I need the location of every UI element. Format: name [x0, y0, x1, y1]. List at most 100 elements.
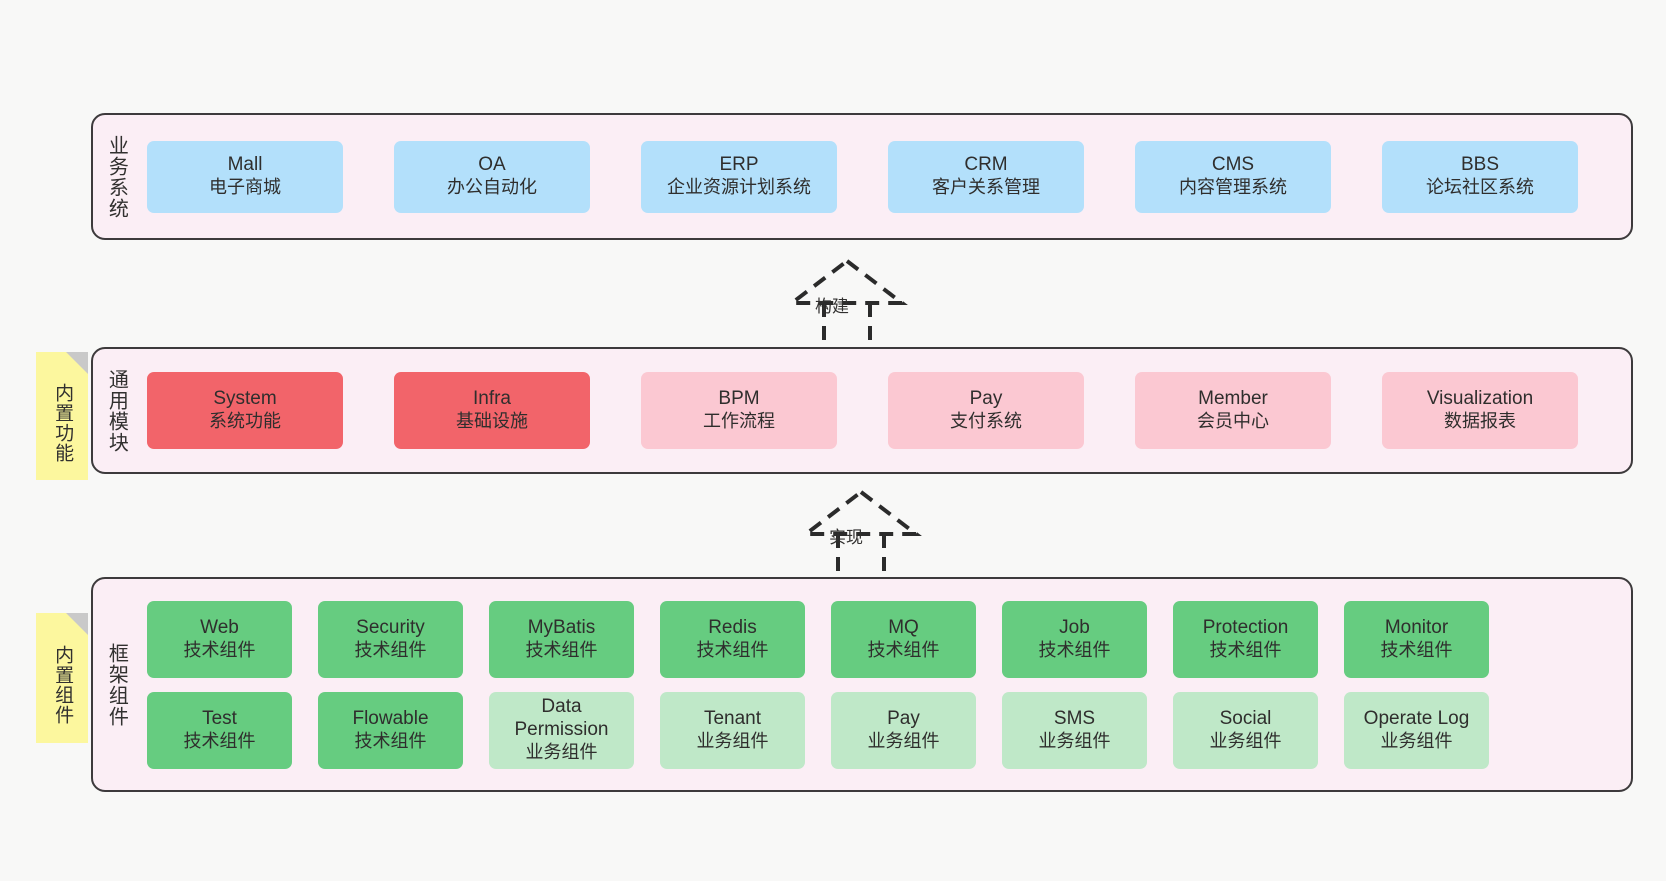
relation-build: 构建 — [752, 255, 942, 347]
card-subtitle: 业务组件 — [525, 742, 598, 762]
module-card-infra[interactable]: Infra 基础设施 — [394, 372, 590, 449]
layer-common-module[interactable]: 通用模块 System 系统功能 Infra 基础设施 BPM 工作流程 Pay… — [91, 347, 1633, 474]
business-card-mall[interactable]: Mall 电子商城 — [147, 140, 343, 213]
framework-card-monitor[interactable]: Monitor 技术组件 — [1344, 600, 1489, 678]
layer-body-framework-component: Web 技术组件 Security 技术组件 MyBatis 技术组件 Redi… — [139, 579, 1631, 790]
card-subtitle: 内容管理系统 — [1179, 177, 1287, 198]
card-subtitle: 基础设施 — [456, 411, 528, 432]
card-title: Member — [1198, 388, 1268, 410]
card-subtitle: 业务组件 — [1038, 730, 1111, 751]
card-title: Pay — [887, 707, 920, 729]
card-title: Operate Log — [1363, 707, 1470, 729]
sticky-note-builtin-components[interactable]: 内置组件 — [36, 613, 88, 743]
generalization-arrow-icon — [800, 489, 922, 578]
relation-build-label: 构建 — [815, 297, 849, 316]
page-fold-icon — [66, 352, 88, 374]
card-subtitle: 业务组件 — [1380, 730, 1453, 751]
card-title: Web — [200, 616, 239, 638]
framework-card-security[interactable]: Security 技术组件 — [318, 600, 463, 678]
sticky-note-builtin-features[interactable]: 内置功能 — [36, 352, 88, 480]
card-title: Data Permission — [514, 696, 609, 741]
business-card-oa[interactable]: OA 办公自动化 — [394, 140, 590, 213]
card-title: Job — [1059, 616, 1090, 638]
card-subtitle: 技术组件 — [867, 639, 940, 660]
card-subtitle: 工作流程 — [703, 411, 775, 432]
framework-card-pay[interactable]: Pay 业务组件 — [831, 691, 976, 769]
card-title: CRM — [964, 154, 1008, 176]
layer-title-common-module: 通用模块 — [105, 368, 128, 453]
framework-card-mybatis[interactable]: MyBatis 技术组件 — [489, 600, 634, 678]
card-subtitle: 企业资源计划系统 — [667, 177, 811, 198]
framework-card-protection[interactable]: Protection 技术组件 — [1173, 600, 1318, 678]
card-subtitle: 电子商城 — [209, 177, 281, 198]
layer-business-system[interactable]: 业务系统 Mall 电子商城 OA 办公自动化 ERP 企业资源计划系统 CRM… — [91, 113, 1633, 240]
relation-implement-label: 实现 — [829, 528, 863, 547]
business-card-erp[interactable]: ERP 企业资源计划系统 — [641, 140, 837, 213]
card-title: Mall — [227, 154, 263, 176]
framework-card-test[interactable]: Test 技术组件 — [147, 691, 292, 769]
generalization-arrow-icon — [786, 258, 908, 347]
module-card-visualization[interactable]: Visualization 数据报表 — [1382, 372, 1578, 449]
card-subtitle: 业务组件 — [696, 730, 769, 751]
card-subtitle: 支付系统 — [950, 411, 1022, 432]
card-title: OA — [478, 154, 506, 176]
layer-framework-component[interactable]: 框架组件 Web 技术组件 Security 技术组件 MyBatis 技术组件… — [91, 577, 1633, 792]
card-subtitle: 业务组件 — [867, 730, 940, 751]
card-subtitle: 技术组件 — [1038, 639, 1111, 660]
framework-card-operate-log[interactable]: Operate Log 业务组件 — [1344, 691, 1489, 769]
framework-card-data-permission[interactable]: Data Permission 业务组件 — [489, 691, 634, 769]
business-card-cms[interactable]: CMS 内容管理系统 — [1135, 140, 1331, 213]
framework-business-row: Test 技术组件 Flowable 技术组件 Data Permission … — [139, 691, 1619, 769]
card-title: BBS — [1460, 154, 1500, 176]
card-title: MyBatis — [527, 616, 596, 638]
card-title: Redis — [708, 616, 757, 638]
card-subtitle: 技术组件 — [1380, 639, 1453, 660]
card-title: Security — [356, 616, 425, 638]
business-card-crm[interactable]: CRM 客户关系管理 — [888, 140, 1084, 213]
sticky-note-label: 内置组件 — [52, 645, 74, 725]
framework-tech-row: Web 技术组件 Security 技术组件 MyBatis 技术组件 Redi… — [139, 600, 1619, 678]
card-subtitle: 会员中心 — [1197, 411, 1269, 432]
page-fold-icon — [66, 613, 88, 635]
card-subtitle: 技术组件 — [354, 639, 427, 660]
card-subtitle: 技术组件 — [354, 730, 427, 751]
module-card-bpm[interactable]: BPM 工作流程 — [641, 372, 837, 449]
card-title: Monitor — [1384, 616, 1449, 638]
card-title: Tenant — [703, 707, 762, 729]
framework-card-tenant[interactable]: Tenant 业务组件 — [660, 691, 805, 769]
card-subtitle: 技术组件 — [183, 730, 256, 751]
module-card-pay[interactable]: Pay 支付系统 — [888, 372, 1084, 449]
framework-card-flowable[interactable]: Flowable 技术组件 — [318, 691, 463, 769]
card-title: SMS — [1053, 707, 1096, 729]
layer-body-business-system: Mall 电子商城 OA 办公自动化 ERP 企业资源计划系统 CRM 客户关系… — [139, 115, 1631, 238]
framework-card-job[interactable]: Job 技术组件 — [1002, 600, 1147, 678]
card-subtitle: 数据报表 — [1444, 411, 1516, 432]
card-subtitle: 论坛社区系统 — [1426, 177, 1534, 198]
business-card-row: Mall 电子商城 OA 办公自动化 ERP 企业资源计划系统 CRM 客户关系… — [139, 140, 1619, 213]
card-title: MQ — [888, 616, 919, 638]
business-card-bbs[interactable]: BBS 论坛社区系统 — [1382, 140, 1578, 213]
card-title: Test — [202, 707, 237, 729]
card-subtitle: 办公自动化 — [447, 177, 537, 198]
card-title: Pay — [969, 388, 1003, 410]
layer-title-business-system: 业务系统 — [105, 134, 128, 219]
module-card-member[interactable]: Member 会员中心 — [1135, 372, 1331, 449]
module-card-row: System 系统功能 Infra 基础设施 BPM 工作流程 Pay 支付系统… — [139, 372, 1619, 449]
card-subtitle: 技术组件 — [1209, 639, 1282, 660]
framework-card-social[interactable]: Social 业务组件 — [1173, 691, 1318, 769]
layer-title-framework-component: 框架组件 — [105, 642, 128, 727]
card-title: ERP — [719, 154, 759, 176]
card-title: BPM — [718, 388, 760, 410]
framework-card-web[interactable]: Web 技术组件 — [147, 600, 292, 678]
framework-card-redis[interactable]: Redis 技术组件 — [660, 600, 805, 678]
framework-card-mq[interactable]: MQ 技术组件 — [831, 600, 976, 678]
card-title: Protection — [1202, 616, 1289, 638]
framework-card-sms[interactable]: SMS 业务组件 — [1002, 691, 1147, 769]
module-card-system[interactable]: System 系统功能 — [147, 372, 343, 449]
card-subtitle: 客户关系管理 — [932, 177, 1040, 198]
card-title: System — [213, 388, 277, 410]
sticky-note-label: 内置功能 — [52, 383, 74, 463]
card-title: Infra — [472, 388, 512, 410]
card-title: Social — [1219, 707, 1272, 729]
